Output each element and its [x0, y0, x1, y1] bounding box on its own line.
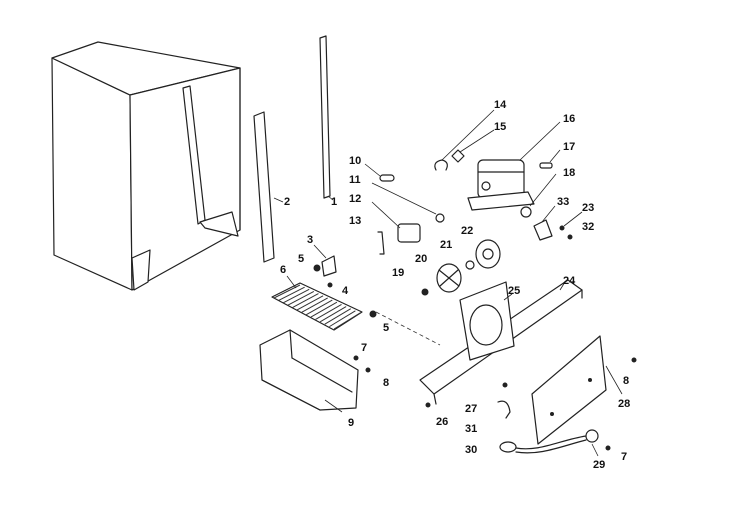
part-33-bracket [533, 205, 556, 241]
label-18: 18 [563, 167, 575, 179]
coil-fin [310, 301, 338, 318]
label-30: 30 [465, 444, 477, 456]
label-12: 12 [349, 193, 361, 205]
part-13-bracket [377, 231, 385, 255]
coil-fin [333, 312, 361, 330]
label-8b: 8 [623, 375, 629, 387]
label-26: 26 [436, 416, 448, 428]
part-8-screw-a [365, 367, 371, 373]
label-17: 17 [563, 141, 575, 153]
label-6: 6 [280, 264, 286, 276]
part-15-terminal [451, 129, 495, 163]
coil-fin [278, 286, 305, 301]
coil-fin [319, 306, 347, 323]
label-16: 16 [563, 113, 575, 125]
label-31: 31 [465, 423, 477, 435]
label-8a: 8 [383, 377, 389, 389]
coil-fin [306, 299, 333, 316]
label-33: 33 [557, 196, 569, 208]
label-28: 28 [618, 398, 630, 410]
label-32: 32 [582, 221, 594, 233]
label-7b: 7 [621, 451, 627, 463]
part-12-relay [371, 201, 421, 243]
label-2: 2 [284, 196, 290, 208]
label-9: 9 [348, 417, 354, 429]
part-6-condenser [271, 275, 363, 331]
label-13: 13 [349, 215, 361, 227]
label-22: 22 [461, 225, 473, 237]
part-8-screw-b [631, 357, 637, 363]
part-16-compressor [467, 121, 561, 211]
part-1-rail [319, 35, 334, 201]
label-25: 25 [508, 285, 520, 297]
label-4: 4 [342, 285, 349, 297]
coil-fin [287, 291, 315, 306]
label-5b: 5 [383, 322, 389, 334]
label-27: 27 [465, 403, 477, 415]
part-18-grommet [520, 173, 557, 218]
label-11: 11 [349, 174, 361, 186]
part-10-clip [364, 163, 395, 182]
coil-fin [324, 308, 352, 325]
part-19-nut [421, 288, 429, 296]
part-14-cord [434, 109, 495, 171]
part-9-drip-tray [259, 329, 359, 413]
part-31-clamp [497, 400, 511, 419]
part-7-screw-a [353, 355, 359, 361]
label-5a: 5 [298, 253, 304, 265]
part-26-screw [425, 402, 431, 408]
coil-fin [292, 293, 319, 308]
label-23: 23 [582, 202, 594, 214]
label-15: 15 [494, 121, 506, 133]
part-32-screw [567, 234, 573, 240]
part-11-nut [371, 182, 445, 223]
label-29: 29 [593, 459, 605, 471]
part-17-clip [539, 149, 561, 169]
part-25-shroud [459, 281, 515, 361]
part-3-bracket [313, 244, 337, 277]
part-22-fan-motor [475, 239, 501, 269]
coil-fin [329, 310, 356, 328]
part-labels: 1 2 3 4 5 5 6 7 7 8 8 9 10 11 12 13 14 1… [280, 99, 630, 471]
label-24: 24 [563, 275, 576, 287]
label-10: 10 [349, 155, 361, 167]
coil-fin [301, 297, 328, 313]
part-27-screw [502, 382, 508, 388]
coil-fin [296, 295, 324, 311]
label-14: 14 [494, 99, 507, 111]
part-2-strip [253, 111, 284, 263]
part-20-fan-blade [436, 263, 462, 293]
cabinet-shell [51, 41, 241, 291]
part-28-panel [531, 335, 623, 445]
part-4-screw [327, 282, 333, 288]
part-21-washer [465, 260, 475, 270]
part-5-fastener-a [313, 264, 321, 272]
coil-fin [283, 288, 310, 304]
part-5-fastener-b [369, 310, 441, 346]
label-21: 21 [440, 239, 452, 251]
label-1: 1 [331, 196, 337, 208]
label-7a: 7 [361, 342, 367, 354]
label-20: 20 [415, 253, 427, 265]
part-23-screw [559, 211, 583, 231]
label-3: 3 [307, 234, 313, 246]
part-30-power-cord [499, 435, 587, 454]
coil-fin [315, 303, 342, 320]
label-19: 19 [392, 267, 404, 279]
part-7-screw-b [605, 445, 611, 451]
part-29-strain-relief [585, 429, 599, 457]
